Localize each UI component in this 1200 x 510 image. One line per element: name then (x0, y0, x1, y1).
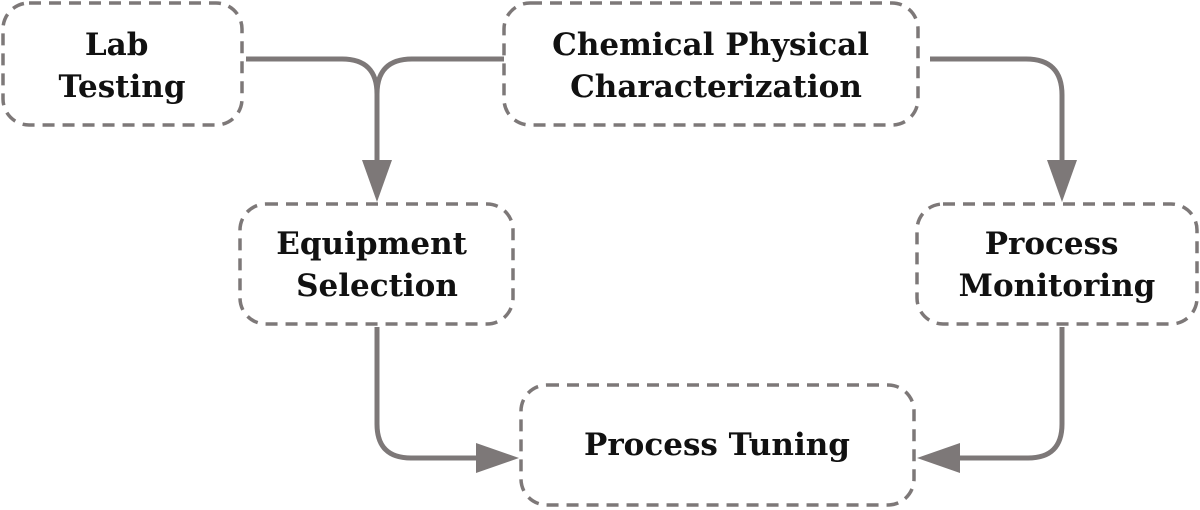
connector-process-monitoring-to-process-tuning (958, 327, 1065, 461)
node-chemical-characterization-line-2: Characterization (570, 69, 862, 105)
node-lab-testing-box (1, 1, 244, 127)
node-equipment-selection-line-1: Equipment (276, 226, 467, 262)
connector-characterization-to-process-monitoring (930, 56, 1065, 162)
node-lab-testing-label: Lab Testing (59, 27, 186, 105)
node-process-tuning: Process Tuning (519, 383, 916, 507)
node-process-monitoring: Process Monitoring (915, 202, 1199, 326)
node-equipment-selection-line-2: Selection (296, 268, 458, 304)
node-process-monitoring-line-1: Process (985, 226, 1119, 262)
node-lab-testing-line-2: Testing (59, 69, 186, 105)
arrowhead-into-process-tuning-right (917, 443, 960, 473)
node-process-tuning-label: Process Tuning (584, 427, 850, 463)
node-process-monitoring-box (915, 202, 1199, 326)
node-equipment-selection: Equipment Selection (238, 202, 515, 326)
node-process-monitoring-label: Process Monitoring (959, 226, 1156, 304)
node-lab-testing: Lab Testing (1, 1, 244, 127)
arrowhead-into-process-tuning-left (476, 443, 519, 473)
connector-characterization-to-equipment-selection (374, 56, 506, 162)
node-chemical-characterization-label: Chemical Physical Characterization (552, 27, 880, 105)
connector-equipment-selection-to-process-tuning (374, 327, 478, 461)
node-chemical-characterization-line-1: Chemical Physical (552, 27, 869, 63)
node-chemical-characterization: Chemical Physical Characterization (502, 1, 920, 127)
connectors (246, 56, 1077, 473)
connector-lab-testing-to-equipment-selection (246, 56, 380, 162)
node-process-monitoring-line-2: Monitoring (959, 268, 1156, 304)
node-process-tuning-box (519, 383, 916, 507)
node-equipment-selection-box (238, 202, 515, 326)
node-lab-testing-line-1: Lab (85, 27, 149, 63)
node-chemical-characterization-box (502, 1, 920, 127)
arrowhead-into-equipment-selection (362, 160, 392, 202)
node-equipment-selection-label: Equipment Selection (276, 226, 477, 304)
node-process-tuning-line-1: Process Tuning (584, 427, 850, 463)
arrowhead-into-process-monitoring (1047, 160, 1077, 202)
